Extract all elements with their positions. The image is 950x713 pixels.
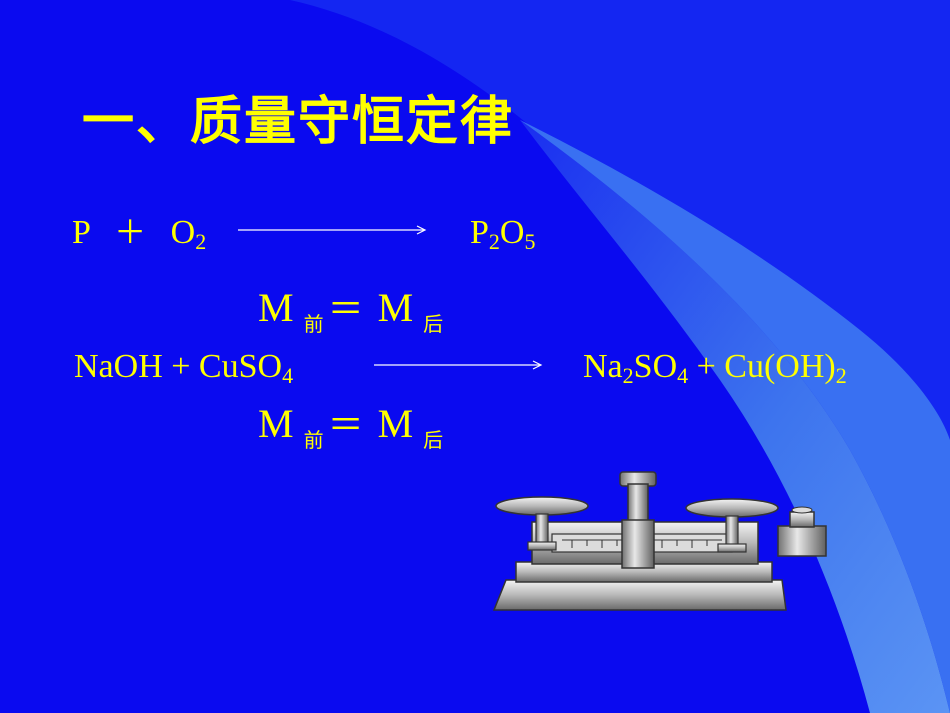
reactants-subscript: 4 <box>282 363 294 388</box>
product-cu: + Cu(OH) <box>688 348 836 385</box>
weight-icon <box>777 506 827 557</box>
plus-sign: ＋ <box>114 213 147 251</box>
product-p: P <box>470 214 489 251</box>
equals-sign: ＝ <box>327 405 364 446</box>
product-cu-subscript: 2 <box>835 363 847 388</box>
mass-m-right: M <box>377 401 414 446</box>
reaction2-reactants: NaOH + CuSO4 <box>74 348 293 387</box>
reactant-o: O <box>170 214 196 251</box>
mass-m-right: M <box>377 285 414 330</box>
product-p-subscript: 2 <box>488 229 500 254</box>
reactant-o-subscript: 2 <box>195 229 207 254</box>
product-o: O <box>499 214 525 251</box>
reaction2-arrow <box>374 360 543 370</box>
balance-scale-icon <box>492 471 827 611</box>
mass-conservation-line-2: M 前＝ M 后 <box>258 401 444 452</box>
mass-after-label: 后 <box>423 428 444 452</box>
mass-before-label: 前 <box>303 428 324 452</box>
reactant-p: P <box>72 214 90 251</box>
mass-after-label: 后 <box>423 312 444 336</box>
reactants-text: NaOH + CuSO <box>74 348 283 385</box>
product-so-subscript: 4 <box>677 363 689 388</box>
mass-m-left: M <box>258 285 294 330</box>
mass-m-left: M <box>258 401 294 446</box>
slide-title: 一、质量守恒定律 <box>82 92 515 152</box>
equals-sign: ＝ <box>327 289 364 330</box>
product-o-subscript: 5 <box>524 229 536 254</box>
reaction1-reactants: P ＋ O2 <box>72 213 206 253</box>
product-na-subscript: 2 <box>622 363 634 388</box>
reaction1-arrow <box>238 225 427 235</box>
mass-conservation-line-1: M 前＝ M 后 <box>258 285 444 336</box>
mass-before-label: 前 <box>303 312 324 336</box>
reaction2-products: Na2SO4 + Cu(OH)2 <box>583 348 847 387</box>
product-na: Na <box>583 348 623 385</box>
reaction1-product: P2O5 <box>470 214 535 253</box>
product-so: SO <box>633 348 678 385</box>
